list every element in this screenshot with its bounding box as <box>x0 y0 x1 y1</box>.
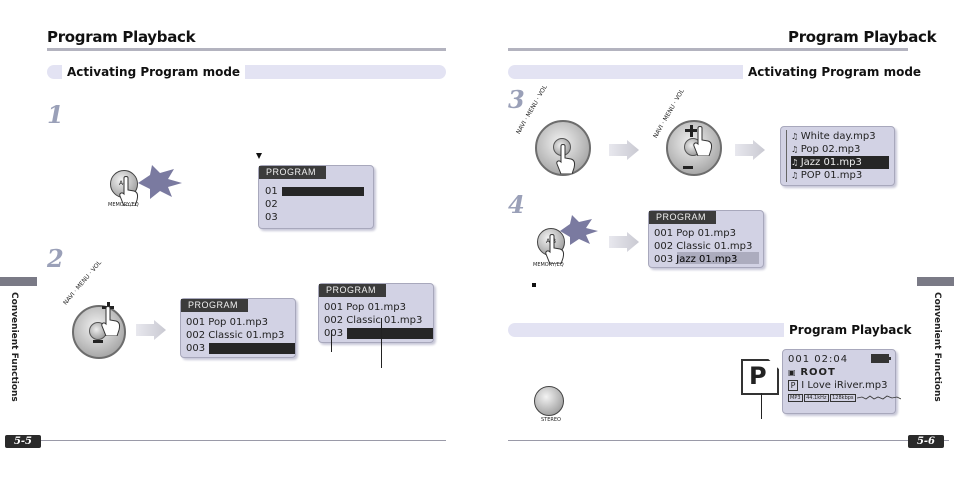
lcd-header: PROGRAM <box>259 166 326 179</box>
lcd-playback: 001 02:04 ▣ ROOT P I Love iRiver.mp3 MP3… <box>782 349 902 414</box>
lcd-file-list: ♫ White day.mp3 ♫ Pop 02.mp3 ♫ Jazz 01.m… <box>780 126 895 186</box>
lcd-line: 001 Pop 01.mp3 <box>324 302 406 313</box>
right-page-number: 5-6 <box>908 435 944 448</box>
minus-icon <box>683 166 693 169</box>
right-page-title: Program Playback <box>788 28 937 46</box>
stereo-caption: STEREO <box>541 417 561 423</box>
right-title-rule <box>508 48 908 51</box>
track-line: P I Love iRiver.mp3 <box>788 379 895 392</box>
step-1-number: 1 <box>47 100 64 129</box>
callout-line <box>381 318 382 368</box>
lcd-header: PROGRAM <box>319 284 386 297</box>
hand-pointer-icon <box>693 126 713 156</box>
lcd-program-empty: PROGRAM 01 02 03 <box>258 165 374 229</box>
lcd-line: 02 <box>265 199 278 210</box>
lcd-line: 002 Classic 01.mp3 <box>654 241 753 252</box>
lcd-line: 01 <box>265 185 373 198</box>
lcd-line: 001 Pop 01.mp3 <box>654 228 736 239</box>
arrow-right-icon <box>735 140 765 160</box>
folder-line: ▣ ROOT <box>788 367 836 378</box>
lcd-line: 001 Pop 01.mp3 <box>186 317 268 328</box>
file-list-item-selected: ♫ Jazz 01.mp3 <box>791 156 889 169</box>
stereo-button <box>534 386 564 416</box>
callout-line <box>761 393 762 419</box>
file-list-item: ♫ POP 01.mp3 <box>791 170 863 181</box>
right-section2-heading: Program Playback <box>784 323 917 337</box>
file-list-item: ♫ Pop 02.mp3 <box>791 144 861 155</box>
minus-icon <box>93 340 103 343</box>
press-burst-icon <box>560 215 598 245</box>
step-4-number: 4 <box>508 190 525 219</box>
left-title-rule <box>47 48 446 51</box>
right-side-tab-label: Convenient Functions <box>932 292 942 402</box>
arrow-right-icon <box>136 320 166 340</box>
plus-icon <box>685 125 697 137</box>
memory-eq-caption: MEMORY/EQ <box>108 202 139 208</box>
right-side-tab <box>917 277 954 286</box>
lcd-line: 002 Classic 01.mp3 <box>324 315 423 326</box>
lcd-line: 002 Classic 01.mp3 <box>186 330 285 341</box>
press-burst-icon <box>138 165 182 199</box>
navi-label: NAVI · MENU · VOL <box>62 259 104 307</box>
left-page-title: Program Playback <box>47 28 196 46</box>
left-side-tab <box>0 277 37 286</box>
arrow-right-icon <box>609 232 639 252</box>
lcd-line: 03 <box>265 212 278 223</box>
memory-eq-caption: MEMORY/EQ <box>533 262 564 268</box>
lcd-program-list: PROGRAM 001 Pop 01.mp3 002 Classic 01.mp… <box>180 298 296 358</box>
lcd-header: PROGRAM <box>649 211 716 224</box>
right-footer-rule <box>508 440 949 441</box>
step-3-number: 3 <box>508 85 525 114</box>
file-list-item: ♫ White day.mp3 <box>791 131 876 142</box>
lcd-program-edit: PROGRAM 001 Pop 01.mp3 002 Classic 01.mp… <box>318 283 434 343</box>
waveform-icon <box>857 395 902 400</box>
right-section-heading: Activating Program mode <box>743 65 927 79</box>
lcd-header: PROGRAM <box>181 299 248 312</box>
left-section-heading: Activating Program mode <box>62 65 246 79</box>
bullet-marker <box>532 283 536 287</box>
program-icon: P <box>741 359 779 395</box>
playback-counter: 001 02:04 <box>788 354 849 365</box>
lcd-highlight <box>677 252 759 264</box>
left-footer-rule <box>5 440 446 441</box>
arrow-right-icon <box>609 140 639 160</box>
left-side-tab-label: Convenient Functions <box>9 292 19 402</box>
triangle-marker-icon <box>256 153 262 159</box>
badge-row: MP3 44.1kHz 128kbps <box>788 392 902 405</box>
hand-pointer-icon <box>101 306 121 336</box>
battery-icon <box>871 354 891 363</box>
left-page-number: 5-5 <box>5 435 41 448</box>
hand-pointer-icon <box>556 144 576 174</box>
hand-pointer-icon <box>119 176 139 206</box>
lcd-line: 003 <box>324 327 434 340</box>
lcd-line: 003 <box>186 342 296 355</box>
callout-line <box>331 330 332 352</box>
step-2-number: 2 <box>47 244 64 273</box>
hand-pointer-icon <box>545 234 565 264</box>
